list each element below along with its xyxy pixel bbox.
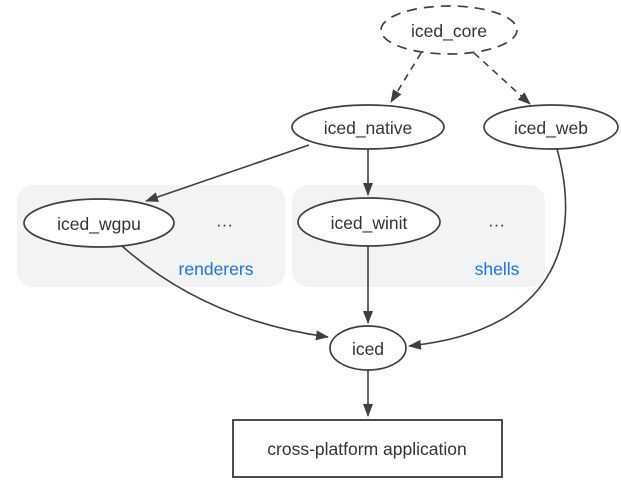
node-cross-platform-application: cross-platform application [232,419,503,478]
node-iced-label: iced [352,339,384,359]
edge-iced_wgpu-iced [121,245,329,341]
group-shells-label: shells [475,259,520,279]
node-iced-native-label: iced_native [324,118,413,139]
group-shells-ellipsis: ... [488,212,505,231]
node-iced-web-shape [483,104,619,150]
node-iced-native-shape [291,104,445,150]
node-cross-platform-application-label: cross-platform application [267,439,466,459]
node-iced-wgpu-label: iced_wgpu [57,214,141,235]
node-iced: iced [329,325,407,371]
node-iced-core-shape [380,5,518,55]
node-cross-platform-application-shape [232,419,503,478]
node-iced-native: iced_native [291,104,445,150]
edge-iced_core-iced_native [390,52,422,103]
node-iced-core-label: iced_core [411,21,487,42]
node-iced-web: iced_web [483,104,619,150]
edge-iced_core-iced_web [473,52,531,105]
node-iced-wgpu-shape [23,198,175,248]
edge-iced_web-iced [408,148,567,350]
node-iced-wgpu: iced_wgpu [23,198,175,248]
node-iced-winit: iced_winit [297,197,441,247]
edge-iced_native-iced_wgpu [145,144,310,202]
node-iced-web-label: iced_web [514,118,588,139]
node-iced-shape [329,325,407,371]
group-renderers-label: renderers [179,259,254,279]
node-iced-winit-shape [297,197,441,247]
node-iced-core: iced_core [380,5,518,55]
group-renderers-ellipsis: ... [216,212,233,231]
node-iced-winit-label: iced_winit [331,213,408,234]
